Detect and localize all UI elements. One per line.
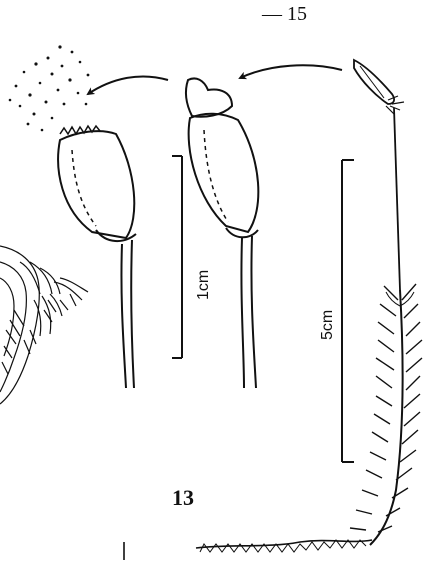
scale-label-1cm: 1cm xyxy=(195,270,212,300)
moss-leafy-stem xyxy=(350,284,422,545)
moss-base-protonema xyxy=(196,540,372,552)
arrow-to-capsule xyxy=(240,65,342,78)
open-capsule xyxy=(58,126,136,388)
capsule-with-lid xyxy=(186,78,258,388)
figure-label: 13 xyxy=(172,485,194,511)
scale-label-5cm: 5cm xyxy=(319,310,336,340)
scale-bar-5cm xyxy=(342,160,354,462)
arrow-to-spores xyxy=(88,76,168,94)
scale-bar-1cm xyxy=(172,156,182,358)
rock-hatching xyxy=(0,246,88,404)
spores xyxy=(9,45,90,131)
moss-capsule-small xyxy=(354,60,404,290)
